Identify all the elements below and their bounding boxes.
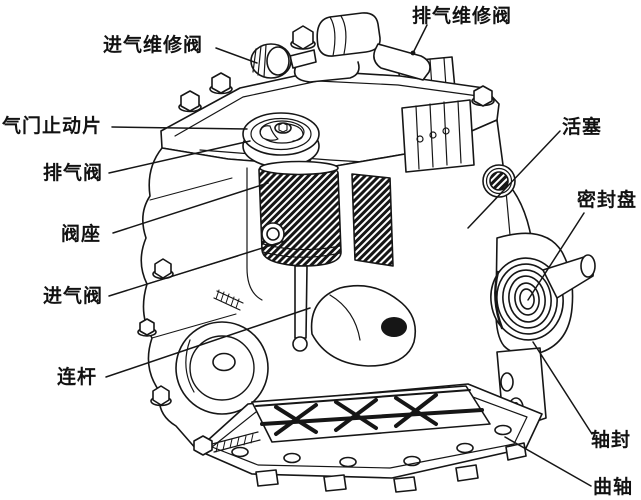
leader-crankshaft xyxy=(504,436,592,487)
label-shaft-seal: 轴封 xyxy=(591,430,632,451)
leader-valve-stop-plate xyxy=(111,126,248,130)
connecting-rod-crank xyxy=(292,265,417,367)
label-piston: 活塞 xyxy=(562,117,603,138)
base-plate xyxy=(193,383,543,493)
service-valve-assembly xyxy=(250,12,431,83)
cylinder-fins xyxy=(401,99,475,173)
leader-seal-disc xyxy=(527,212,585,301)
label-exhaust-valve: 排气阀 xyxy=(43,163,104,184)
leader-shaft-seal xyxy=(532,341,593,435)
leader-exhaust-service-valve xyxy=(412,24,428,54)
label-exhaust-service-valve: 排气维修阀 xyxy=(412,6,513,27)
side-port xyxy=(482,164,516,198)
leader-piston xyxy=(467,130,561,229)
label-valve-seat: 阀座 xyxy=(61,224,102,245)
leader-lines xyxy=(105,24,593,487)
head-bolts xyxy=(178,72,495,113)
drain-bolt xyxy=(193,435,213,456)
label-seal-disc: 密封盘 xyxy=(577,190,638,211)
leader-intake-service-valve xyxy=(215,47,258,64)
label-intake-valve: 进气阀 xyxy=(43,286,104,307)
piston-cutaway xyxy=(258,160,394,267)
label-crankshaft: 曲轴 xyxy=(593,477,634,498)
label-valve-stop-plate: 气门止动片 xyxy=(2,116,103,137)
label-intake-service-valve: 进气维修阀 xyxy=(103,35,204,56)
leader-intake-valve xyxy=(108,239,289,297)
leader-exhaust-valve xyxy=(108,140,251,174)
leader-valve-seat xyxy=(112,182,269,234)
valve-plate-disc xyxy=(242,112,320,168)
leader-connecting-rod xyxy=(105,307,311,378)
label-connecting-rod: 连杆 xyxy=(57,367,98,388)
exhaust-service-valve-body xyxy=(316,12,381,57)
head-bracket-arm xyxy=(373,43,431,81)
